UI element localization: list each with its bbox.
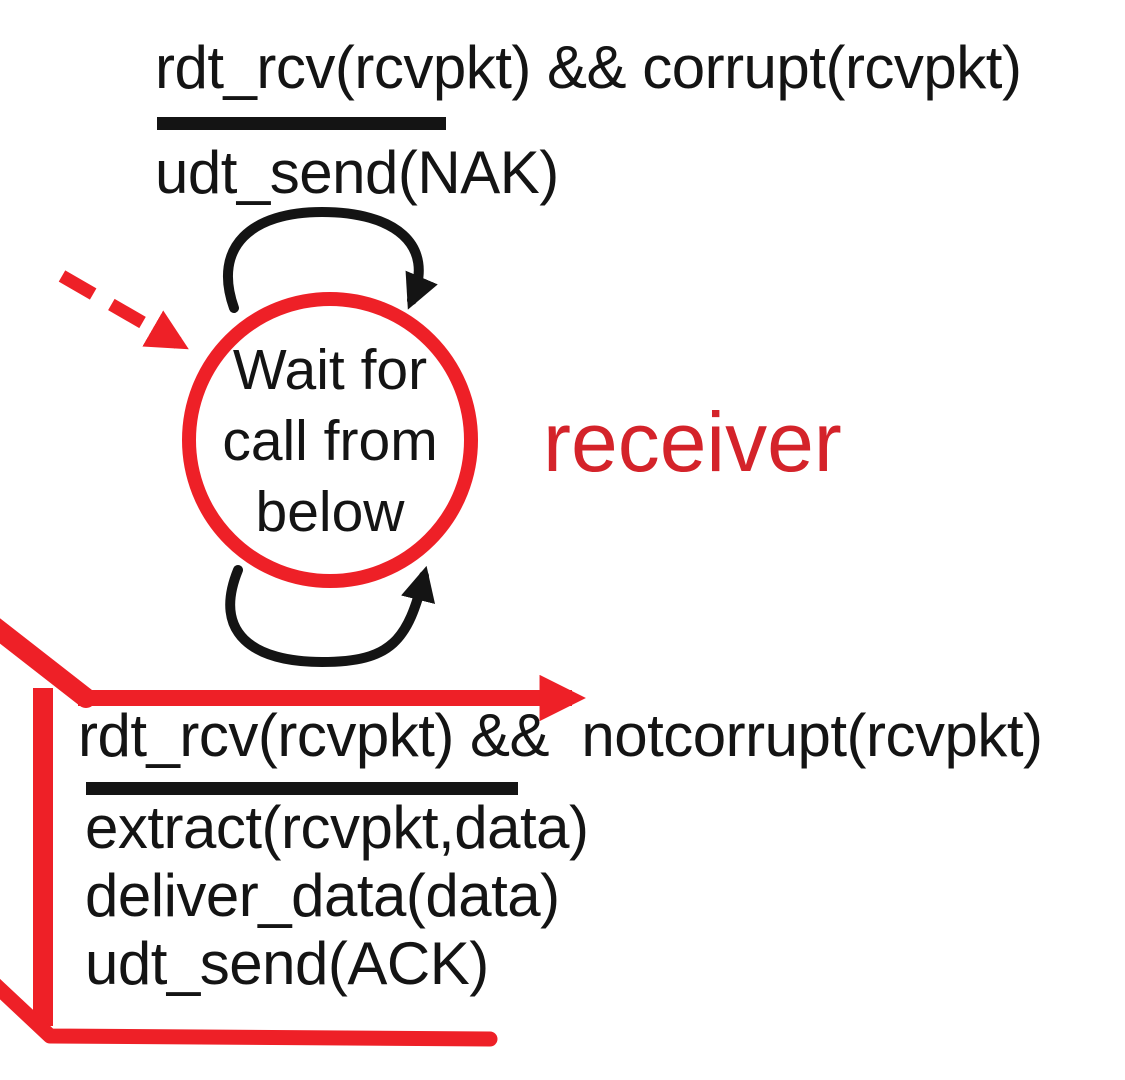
transition-notcorrupt-action-udtsend: udt_send(ACK) bbox=[85, 930, 489, 997]
transition-corrupt-divider bbox=[157, 117, 446, 130]
transition-notcorrupt-action-extract: extract(rcvpkt,data) bbox=[85, 794, 589, 861]
transition-notcorrupt-event: rdt_rcv(rcvpkt) && notcorrupt(rcvpkt) bbox=[78, 702, 1043, 769]
state-label: Wait for call from below bbox=[222, 338, 438, 544]
highlight-bracket-bottom bbox=[0, 978, 498, 1047]
initial-state-dashed-arrow bbox=[58, 270, 189, 350]
transition-corrupt-event: rdt_rcv(rcvpkt) && corrupt(rcvpkt) bbox=[155, 34, 1022, 101]
state-circle bbox=[182, 292, 478, 588]
role-label: receiver bbox=[543, 395, 842, 489]
transition-notcorrupt-divider bbox=[86, 782, 518, 795]
self-loop-top-arrow bbox=[223, 206, 438, 313]
transition-corrupt-action: udt_send(NAK) bbox=[155, 139, 559, 206]
highlight-arrow-tail bbox=[0, 618, 96, 708]
self-loop-bottom-arrow bbox=[225, 565, 436, 668]
transition-notcorrupt-action-deliver: deliver_data(data) bbox=[85, 862, 560, 929]
